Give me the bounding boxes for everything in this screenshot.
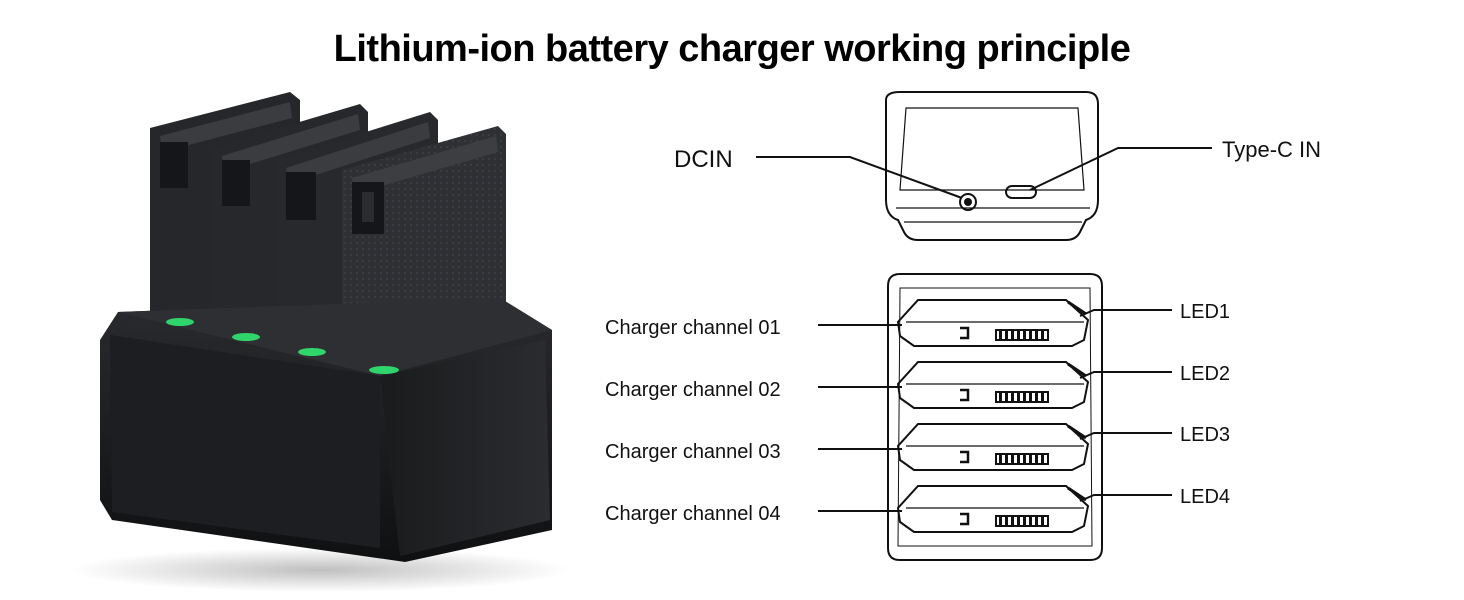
channel-label-4: Charger channel 04 — [605, 503, 781, 525]
rear-panel-leaders — [756, 147, 1212, 199]
led-label-2: LED2 — [1180, 363, 1230, 385]
channel-label-1: Charger channel 01 — [605, 317, 781, 339]
rear-panel-drawing — [885, 91, 1099, 241]
slot-led-indicator — [1067, 300, 1087, 316]
charging-hub — [100, 298, 552, 562]
battery-slot — [896, 299, 1090, 347]
hub-led-4 — [369, 366, 399, 374]
led-label-4: LED4 — [1180, 486, 1230, 508]
channel-label-2: Charger channel 02 — [605, 379, 781, 401]
channel-labels: Charger channel 01 Charger channel 02 Ch… — [605, 317, 781, 525]
battery-slot — [896, 485, 1090, 533]
slot-led-indicator — [1067, 424, 1087, 440]
charger-photo — [70, 92, 570, 592]
dcin-label: DCIN — [674, 146, 733, 173]
led-labels: LED1 LED2 LED3 LED4 — [1180, 301, 1230, 508]
battery-slot — [896, 423, 1090, 471]
led-label-3: LED3 — [1180, 424, 1230, 446]
channel-label-3: Charger channel 03 — [605, 441, 781, 463]
diagram-title: Lithium-ion battery charger working prin… — [333, 28, 1131, 70]
led-label-1: LED1 — [1180, 301, 1230, 323]
slot-led-indicator — [1067, 362, 1087, 378]
slot-list — [896, 299, 1090, 533]
battery-slot — [896, 361, 1090, 409]
hub-led-3 — [298, 348, 326, 356]
slot-leaders — [818, 309, 1172, 512]
typec-label: Type-C IN — [1222, 137, 1321, 162]
hub-led-2 — [232, 333, 260, 341]
dc-port — [959, 193, 977, 211]
typec-port — [1005, 185, 1037, 199]
slot-led-indicator — [1067, 486, 1087, 502]
hub-led-1 — [166, 318, 194, 326]
slot-panel-drawing — [887, 273, 1103, 561]
